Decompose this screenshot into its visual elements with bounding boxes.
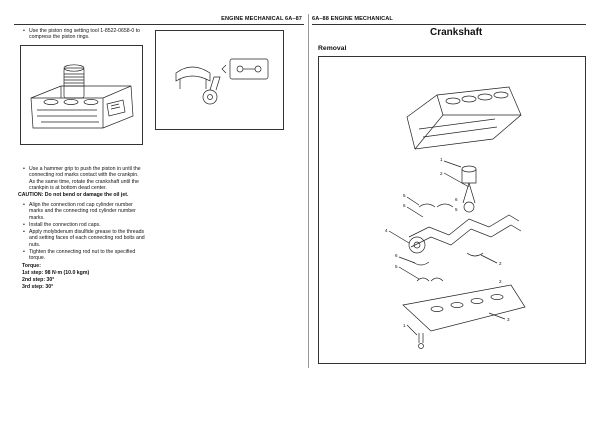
step-piston-ring-tool-line-1: Use the piston ring setting tool 1-8522-… <box>29 28 141 34</box>
left-header-rule <box>14 24 304 25</box>
callout-6b: 6 <box>455 197 458 202</box>
step-tighten-line-1: Tighten the connecting rod nut to the sp… <box>29 249 136 255</box>
callout-3: 3 <box>507 317 510 322</box>
callout-4: 4 <box>385 228 388 233</box>
section-title: Crankshaft <box>430 27 483 38</box>
bullet: • <box>23 229 25 235</box>
step-install-caps: Install the connection rod caps. <box>29 222 101 228</box>
callout-5c: 5 <box>395 264 398 269</box>
step-hammer-line-2: connecting rod marks contact with the cr… <box>29 172 139 179</box>
step-hammer-line-4: crankpin is at bottom dead center. <box>29 185 107 192</box>
callout-2b: 2 <box>499 261 502 266</box>
right-page-header: 6A–88 ENGINE MECHANICAL <box>312 16 393 22</box>
step-align-line-1: Align the connection rod cap cylinder nu… <box>29 202 133 208</box>
step-grease-line-1: Apply molybdenum disulfide grease to the… <box>29 229 145 235</box>
figure-piston-insertion <box>20 45 143 145</box>
crankshaft-exploded-drawing: 1 2 5 6 6 5 4 2 6 5 3 2 1 <box>385 86 526 349</box>
callout-5b: 5 <box>455 207 458 212</box>
left-page-header: ENGINE MECHANICAL 6A–87 <box>221 16 302 22</box>
callout-1b: 1 <box>403 323 406 328</box>
step-align-line-2: marks and the connecting rod cylinder nu… <box>29 208 136 215</box>
section-subtitle: Removal <box>318 45 347 52</box>
bullet: • <box>23 249 25 255</box>
callout-1: 1 <box>440 157 443 162</box>
callout-2c: 2 <box>499 279 502 284</box>
callout-5: 5 <box>403 193 406 198</box>
caution-note: CAUTION: Do not bend or damage the oil j… <box>18 192 129 198</box>
torque-step-2: 2nd step: 30° <box>22 277 55 283</box>
page-divider <box>308 14 309 368</box>
step-grease-line-3: nuts. <box>29 241 41 248</box>
torque-step-1: 1st step: 98 N·m (10.0 kgm) <box>22 270 90 276</box>
step-tighten-line-2: torque. <box>29 255 46 262</box>
torque-label: Torque: <box>22 263 41 269</box>
bullet: • <box>23 28 25 34</box>
step-grease-line-2: and setting faces of each connecting rod… <box>29 235 145 242</box>
figure-crankshaft-exploded: 1 2 5 6 6 5 4 2 6 5 3 2 1 <box>318 56 586 364</box>
callout-6c: 6 <box>395 253 398 258</box>
figure-connecting-rod-cap <box>155 30 284 130</box>
callout-6: 6 <box>403 203 406 208</box>
step-hammer-line-3: As the same time, rotate the crankshaft … <box>29 178 139 185</box>
step-piston-ring-tool-line-2: compress the piston rings. <box>29 34 90 41</box>
bullet: • <box>23 222 25 228</box>
torque-step-3: 3rd step: 30° <box>22 284 54 290</box>
right-header-rule <box>312 24 586 25</box>
step-hammer-line-1: Use a hammer grip to push the piston in … <box>29 166 141 172</box>
connecting-rod-drawing <box>175 58 269 105</box>
bullet: • <box>23 166 25 172</box>
callout-2: 2 <box>440 171 443 176</box>
step-align-line-3: marks. <box>29 214 45 221</box>
engine-block-drawing <box>30 64 134 129</box>
bullet: • <box>23 202 25 208</box>
